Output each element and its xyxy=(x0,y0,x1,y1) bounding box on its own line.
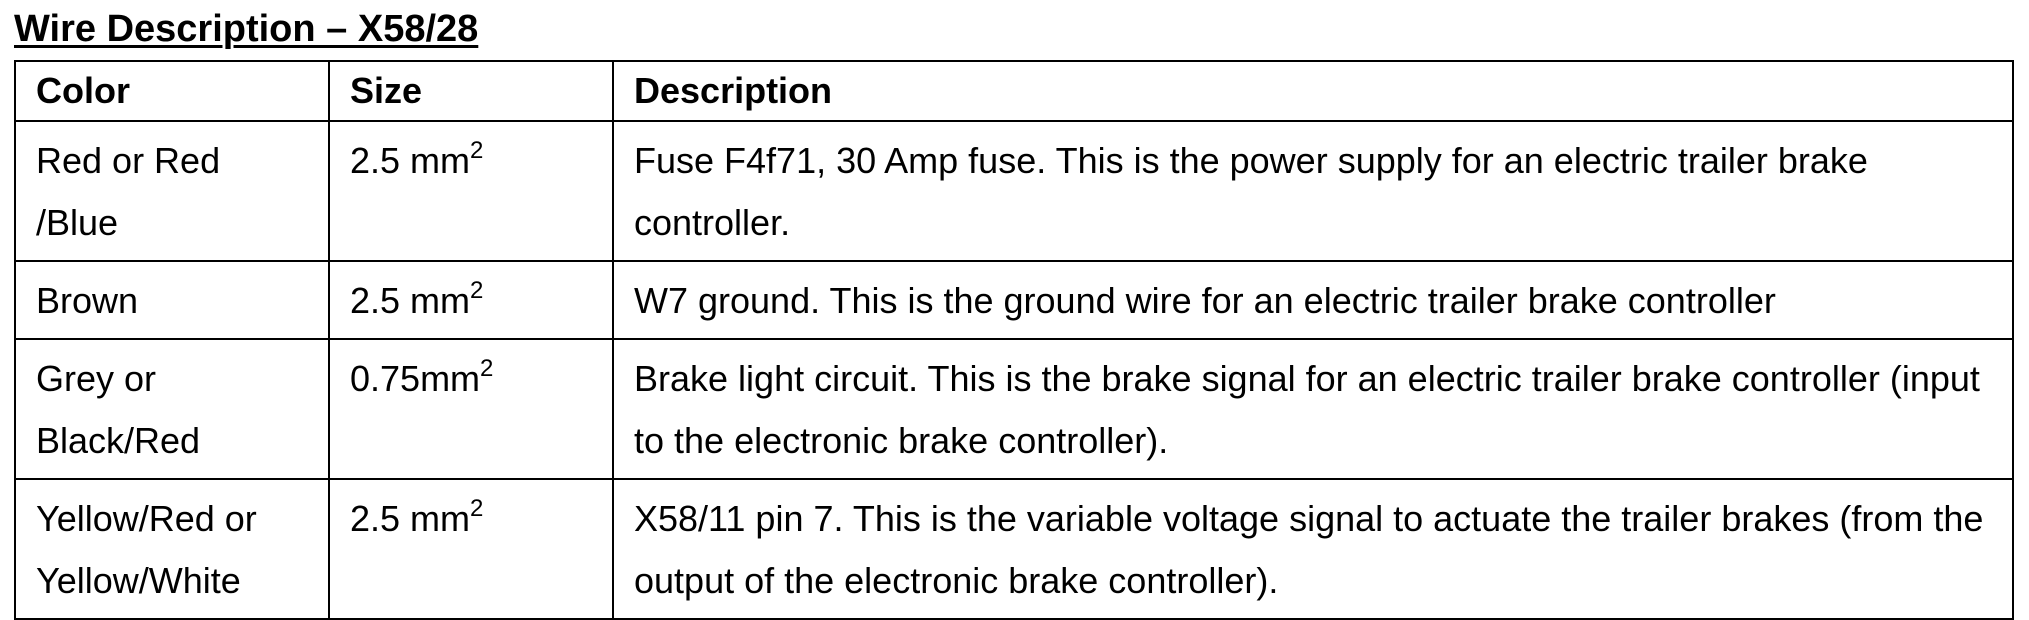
size-value: 2.5 mm xyxy=(350,280,471,321)
size-value: 2.5 mm xyxy=(350,140,471,181)
color-line-1: Brown xyxy=(36,280,139,321)
cell-size: 2.5 mm2 xyxy=(328,260,614,340)
column-header-size: Size xyxy=(328,60,614,122)
column-header-color: Color xyxy=(14,60,330,122)
cell-color: Yellow/Red or Yellow/White xyxy=(14,478,330,620)
size-value: 0.75mm xyxy=(350,358,481,399)
wire-description-table: Color Size Description Red or Red /Blue … xyxy=(14,60,2014,620)
table-header-row: Color Size Description xyxy=(14,60,2014,122)
color-line-1: Red or Red xyxy=(36,140,221,181)
color-line-1: Yellow/Red or xyxy=(36,498,257,539)
color-line-2: /Blue xyxy=(36,202,119,243)
cell-description: W7 ground. This is the ground wire for a… xyxy=(612,260,2014,340)
size-value: 2.5 mm xyxy=(350,498,471,539)
page-title: Wire Description – X58/28 xyxy=(14,8,479,50)
cell-color: Grey or Black/Red xyxy=(14,338,330,480)
size-superscript: 2 xyxy=(470,495,484,522)
cell-description: X58/11 pin 7. This is the variable volta… xyxy=(612,478,2014,620)
cell-color: Red or Red /Blue xyxy=(14,120,330,262)
size-superscript: 2 xyxy=(470,137,484,164)
color-line-2: Black/Red xyxy=(36,420,201,461)
cell-color: Brown xyxy=(14,260,330,340)
cell-size: 2.5 mm2 xyxy=(328,120,614,262)
cell-size: 2.5 mm2 xyxy=(328,478,614,620)
size-superscript: 2 xyxy=(470,277,484,304)
table-row: Brown 2.5 mm2 W7 ground. This is the gro… xyxy=(14,260,2014,340)
cell-description: Fuse F4f71, 30 Amp fuse. This is the pow… xyxy=(612,120,2014,262)
cell-description: Brake light circuit. This is the brake s… xyxy=(612,338,2014,480)
table-row: Red or Red /Blue 2.5 mm2 Fuse F4f71, 30 … xyxy=(14,120,2014,262)
column-header-description: Description xyxy=(612,60,2014,122)
color-line-1: Grey or xyxy=(36,358,157,399)
cell-size: 0.75mm2 xyxy=(328,338,614,480)
document-page: Wire Description – X58/28 Color Size Des… xyxy=(14,8,2014,620)
table-row: Yellow/Red or Yellow/White 2.5 mm2 X58/1… xyxy=(14,478,2014,620)
size-superscript: 2 xyxy=(480,355,494,382)
table-row: Grey or Black/Red 0.75mm2 Brake light ci… xyxy=(14,338,2014,480)
color-line-2: Yellow/White xyxy=(36,560,241,601)
